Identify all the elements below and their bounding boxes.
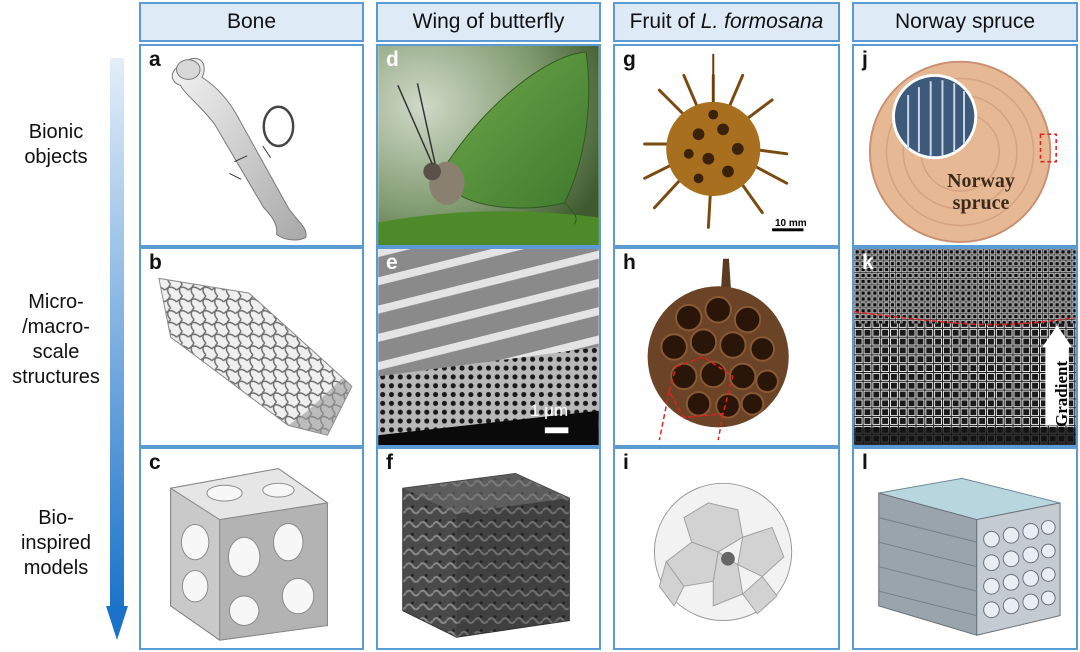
panel-f-gyroid-model: f: [376, 447, 601, 650]
panel-h-fruit-structure: h: [613, 247, 840, 447]
progression-arrow: [106, 58, 128, 640]
butterfly-photo-illustration: [378, 46, 599, 245]
column-header-spruce: Norway spruce: [852, 2, 1078, 42]
panel-label: b: [149, 251, 162, 274]
panel-j-spruce: j Norway spruce: [852, 44, 1078, 247]
panel-label: e: [386, 251, 398, 274]
trabecular-structure-illustration: [158, 277, 353, 436]
panel-i-fruit-model: i: [613, 447, 840, 650]
panel-label: i: [623, 451, 629, 474]
panel-label: d: [386, 48, 399, 71]
gradient-label: Gradient: [1052, 360, 1071, 427]
panel-g-fruit: g 10 mm: [613, 44, 840, 247]
tube-lattice-model-illustration: [878, 477, 1061, 636]
panel-label: l: [862, 451, 868, 474]
panel-label: f: [386, 451, 393, 474]
column-header-butterfly: Wing of butterfly: [376, 2, 601, 42]
panel-label: c: [149, 451, 161, 474]
panel-k-spruce-structure: k Gradient: [852, 247, 1078, 447]
hollow-sphere-model-illustration: [653, 482, 793, 622]
panel-label: j: [862, 48, 868, 71]
bone-illustration: [171, 57, 307, 241]
panel-label: g: [623, 48, 636, 71]
column-header-fruit: Fruit of L. formosana: [613, 2, 840, 42]
spruce-trunk-section-illustration: [868, 60, 1057, 244]
scale-bar-label: 1 μm: [530, 401, 569, 420]
column-header-bone: Bone: [139, 2, 364, 42]
panel-l-spruce-model: l: [852, 447, 1078, 650]
fruit-honeycomb-illustration: [647, 258, 789, 441]
panel-a-bone: a: [139, 44, 364, 247]
spruce-label: Norway spruce: [947, 170, 1015, 214]
panel-b-trabecular-bone: b: [139, 247, 364, 447]
panel-d-butterfly: d: [376, 44, 601, 247]
lattice-cube-illustration: [169, 468, 329, 641]
panel-label: k: [862, 251, 874, 274]
panel-label: a: [149, 48, 161, 71]
panel-c-bone-model: c: [139, 447, 364, 650]
tracheid-gradient-sem-illustration: [854, 249, 1076, 445]
gyroid-cube-illustration: [402, 473, 570, 638]
panel-label: h: [623, 251, 636, 274]
scale-bar-label: 10 mm: [775, 218, 807, 229]
wing-scale-sem-illustration: [378, 249, 599, 445]
panel-e-wing-sem: e 1 μm: [376, 247, 601, 447]
spiky-fruit-illustration: [643, 53, 804, 232]
